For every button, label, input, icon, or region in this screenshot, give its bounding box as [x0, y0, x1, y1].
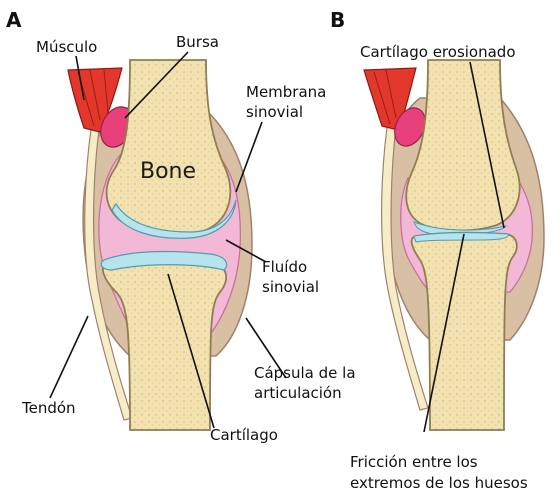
leader-tendon — [50, 316, 88, 398]
label-friction-1: Fricción entre los — [350, 453, 478, 471]
bone-label: Bone — [140, 159, 196, 184]
label-capsule-1: Cápsula de la — [254, 364, 356, 382]
panel-a-healthy-joint: A Bone Músculo Bursa Membrana sin — [6, 8, 356, 444]
label-friction-2: extremos de los huesos — [350, 474, 528, 492]
leader-membrane — [236, 122, 262, 192]
label-bursa: Bursa — [176, 33, 219, 51]
label-eroded-cartilage: Cartílago erosionado — [360, 43, 516, 61]
label-synovial-membrane-2: sinovial — [246, 103, 303, 121]
femur-bone — [107, 60, 231, 234]
label-cartilage: Cartílago — [210, 426, 278, 444]
label-synovial-membrane-1: Membrana — [246, 83, 326, 101]
label-synovial-fluid-1: Fluído — [262, 258, 307, 276]
panel-b-eroded-joint: B Cartílago erosionado Fricción entre lo… — [330, 8, 544, 492]
label-muscle: Músculo — [36, 38, 97, 56]
panel-a-letter: A — [6, 8, 22, 32]
panel-b-letter: B — [330, 8, 345, 32]
label-capsule-2: articulación — [254, 384, 342, 402]
label-synovial-fluid-2: sinovial — [262, 278, 319, 296]
femur-bone-b — [406, 60, 519, 231]
label-tendon: Tendón — [21, 399, 76, 417]
